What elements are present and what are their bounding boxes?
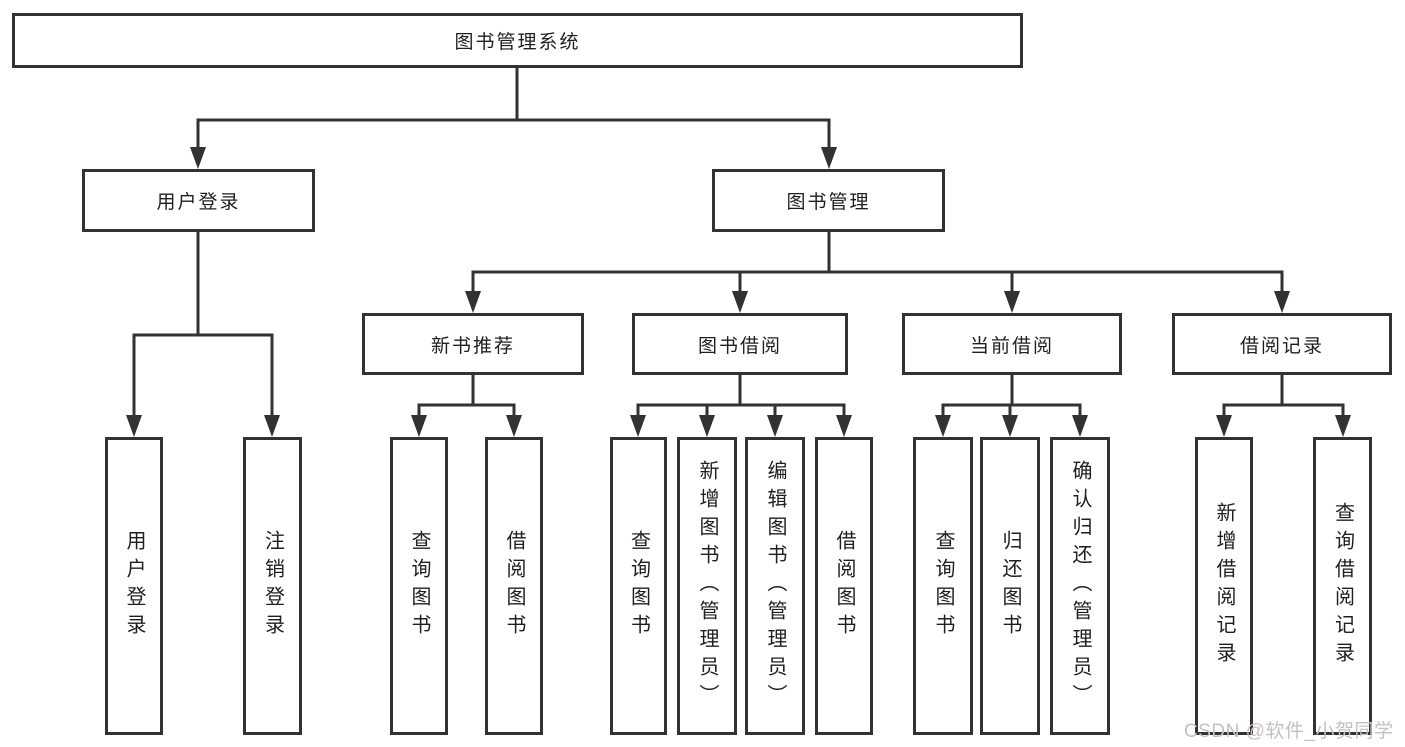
node-branch-user-login-label: 用户登录 xyxy=(156,192,241,213)
leaf-borrow-borrow-books: 借阅图书 xyxy=(815,437,873,735)
node-module-borrow-records-label: 借阅记录 xyxy=(1239,335,1324,357)
leaf-user-login: 用户登录 xyxy=(105,437,163,735)
node-module-book-borrow: 图书借阅 xyxy=(632,313,848,375)
leaf-borrow-add-books-admin-label: 新增图书（管理员） xyxy=(696,460,718,712)
node-root-system-label: 图书管理系统 xyxy=(454,32,581,53)
leaf-current-return-books: 归还图书 xyxy=(980,437,1040,735)
node-root-system: 图书管理系统 xyxy=(12,13,1023,68)
leaf-borrow-query-books-label: 查询图书 xyxy=(627,530,650,642)
leaf-records-add-borrow-record-label: 新增借阅记录 xyxy=(1213,502,1235,670)
node-module-current-borrow-label: 当前借阅 xyxy=(969,335,1054,357)
leaf-records-query-borrow-record: 查询借阅记录 xyxy=(1313,437,1372,735)
node-branch-book-management-label: 图书管理 xyxy=(786,192,871,213)
leaf-newbook-borrow-books: 借阅图书 xyxy=(485,437,543,735)
leaf-logout-label: 注销登录 xyxy=(261,530,284,642)
leaf-current-query-books: 查询图书 xyxy=(913,437,973,735)
node-module-borrow-records: 借阅记录 xyxy=(1172,313,1392,375)
leaf-current-confirm-return-admin-label: 确认归还（管理员） xyxy=(1069,460,1091,712)
leaf-newbook-query-books: 查询图书 xyxy=(390,437,448,735)
leaf-borrow-query-books: 查询图书 xyxy=(610,437,667,735)
leaf-newbook-query-books-label: 查询图书 xyxy=(408,530,430,642)
leaf-borrow-edit-books-admin: 编辑图书（管理员） xyxy=(745,437,805,735)
leaf-current-return-books-label: 归还图书 xyxy=(999,530,1021,642)
leaf-current-query-books-label: 查询图书 xyxy=(932,530,954,642)
leaf-records-add-borrow-record: 新增借阅记录 xyxy=(1195,437,1253,735)
node-module-book-borrow-label: 图书借阅 xyxy=(697,335,782,357)
leaf-borrow-edit-books-admin-label: 编辑图书（管理员） xyxy=(764,460,786,712)
node-branch-user-login: 用户登录 xyxy=(82,169,315,232)
node-module-current-borrow: 当前借阅 xyxy=(902,313,1122,375)
leaf-borrow-add-books-admin: 新增图书（管理员） xyxy=(677,437,737,735)
leaf-logout: 注销登录 xyxy=(243,437,302,735)
node-module-new-book-recommend: 新书推荐 xyxy=(362,313,584,375)
node-branch-book-management: 图书管理 xyxy=(712,169,945,232)
leaf-newbook-borrow-books-label: 借阅图书 xyxy=(503,530,525,642)
leaf-user-login-label: 用户登录 xyxy=(123,530,145,642)
leaf-borrow-borrow-books-label: 借阅图书 xyxy=(833,530,855,642)
csdn-watermark: CSDN @软件_小贺同学 xyxy=(1184,721,1394,742)
leaf-records-query-borrow-record-label: 查询借阅记录 xyxy=(1331,502,1354,670)
leaf-current-confirm-return-admin: 确认归还（管理员） xyxy=(1050,437,1110,735)
node-module-new-book-recommend-label: 新书推荐 xyxy=(430,335,515,357)
